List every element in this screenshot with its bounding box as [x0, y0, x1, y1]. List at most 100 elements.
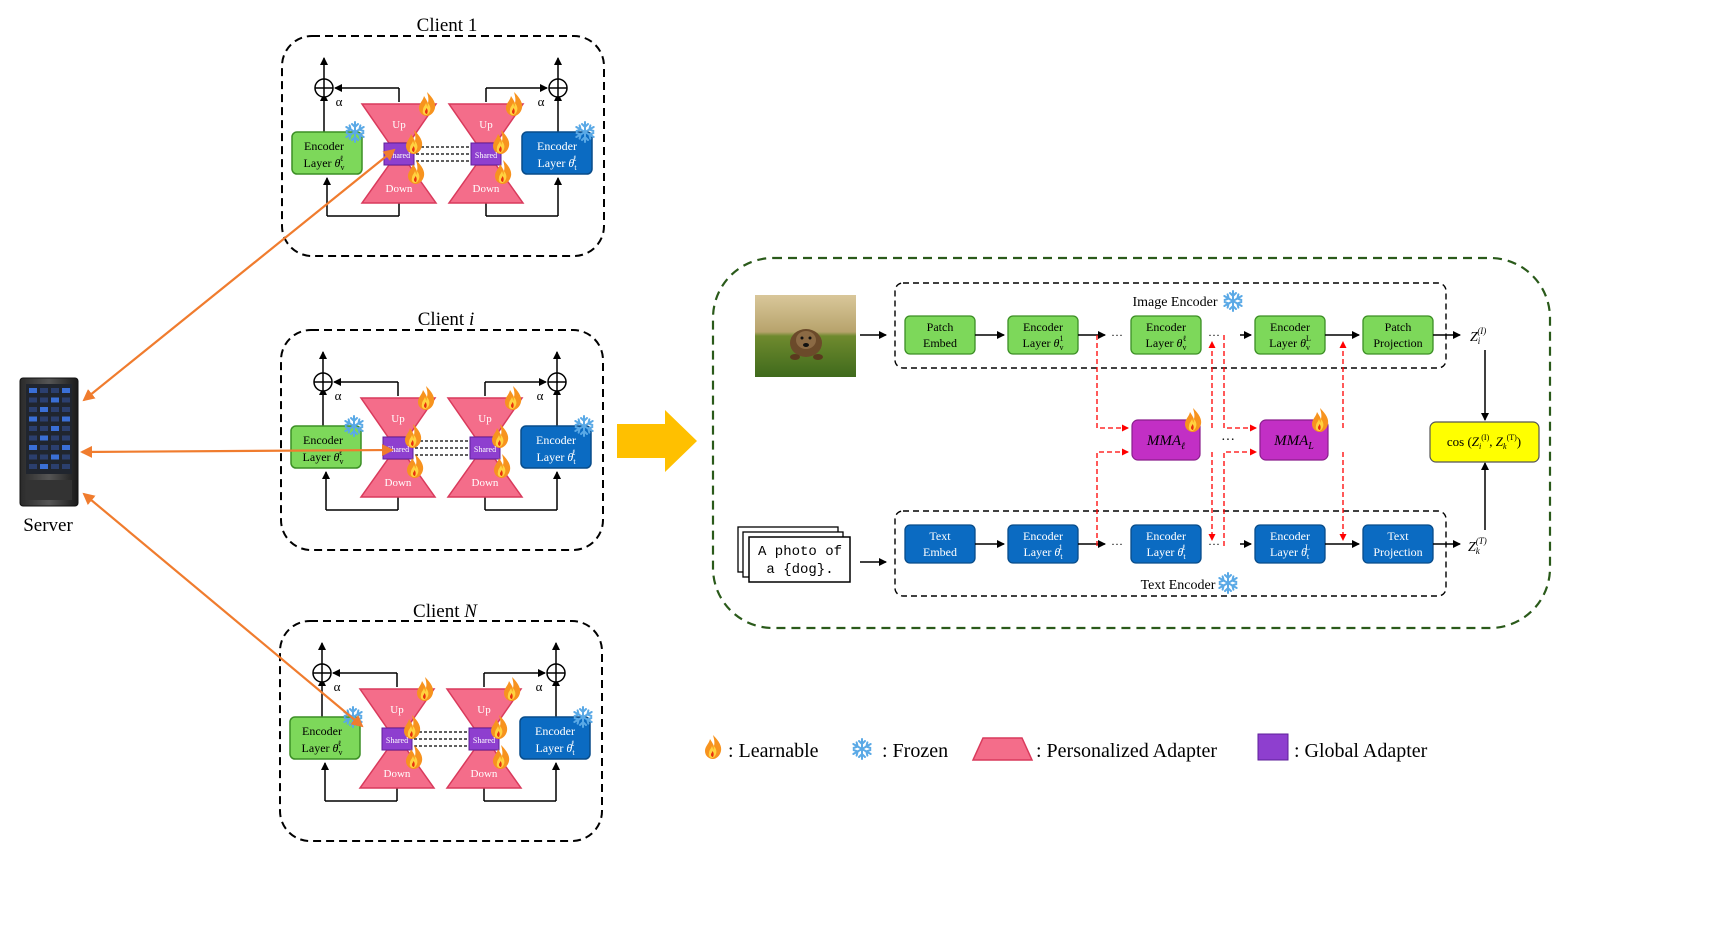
text-encoder-layer-label: Encoder — [536, 433, 576, 447]
image-encoder-container — [894, 282, 1447, 369]
image-encoder-layer-label: Encoder — [304, 139, 344, 153]
down-label: Down — [386, 183, 413, 195]
text_encoder-block-1-line1: Encoder — [1023, 529, 1063, 543]
legend-snowflake-icon — [852, 738, 872, 760]
down-label: Down — [471, 768, 498, 780]
text-encoder-container — [894, 510, 1447, 597]
alpha-label-left: α — [334, 679, 341, 694]
shared-label: Shared — [473, 736, 495, 745]
dog-image — [755, 295, 856, 377]
alpha-label-left: α — [336, 94, 343, 109]
shared-label: Shared — [388, 151, 410, 160]
alpha-label-left: α — [335, 388, 342, 403]
ellipsis: ··· — [1111, 328, 1123, 342]
text-output-label: Zk(T) — [1468, 536, 1487, 556]
image_encoder-block-3-line2: Layer θvL — [1269, 334, 1311, 352]
image_encoder-block-1-line1: Encoder — [1023, 320, 1063, 334]
legend-learnable: : Learnable — [728, 740, 819, 762]
text-encoder-layer-theta: Layer θtℓ — [535, 739, 575, 757]
text_encoder-block-1-line2: Layer θt1 — [1023, 543, 1063, 561]
image-encoder-layer-theta: Layer θvℓ — [302, 739, 343, 757]
image-encoder-layer-label: Encoder — [303, 433, 343, 447]
image_encoder-block-3-line1: Encoder — [1270, 320, 1310, 334]
ellipsis: ··· — [1111, 537, 1123, 551]
mma-connections — [1096, 335, 1347, 546]
shared-label: Shared — [386, 736, 408, 745]
up-label: Up — [391, 413, 405, 425]
up-label: Up — [478, 413, 492, 425]
legend-personalized-adapter: : Personalized Adapter — [1036, 740, 1217, 762]
down-label: Down — [385, 477, 412, 489]
up-label: Up — [479, 119, 493, 131]
legend-flame-icon — [705, 735, 722, 759]
image_encoder-block-4-line1: Patch — [1385, 320, 1412, 334]
detail-panel — [711, 256, 1552, 630]
text_encoder-block-0-line1: Text — [929, 529, 951, 543]
image-encoder-layer-theta: Layer θvℓ — [304, 154, 345, 172]
up-label: Up — [477, 704, 491, 716]
shared-label: Shared — [387, 445, 409, 454]
image_encoder-block-1-line2: Layer θv1 — [1023, 334, 1064, 352]
text_encoder-block-3-line2: Layer θtL — [1270, 543, 1310, 561]
mma-L-block — [1259, 419, 1329, 461]
ellipsis: ··· — [1208, 537, 1220, 551]
text-prompt-line2: a {dog}. — [766, 562, 833, 578]
ellipsis: ··· — [1208, 328, 1220, 342]
mma-l-block — [1131, 419, 1201, 461]
text_encoder-block-4-line1: Text — [1387, 529, 1409, 543]
client-1-title: Client 1 — [417, 15, 478, 36]
client-N-title: Client N — [413, 601, 478, 622]
text-encoder-title: Text Encoder — [1141, 578, 1216, 593]
mma-ellipsis: ··· — [1221, 433, 1235, 448]
text_encoder-block-4-line2: Projection — [1373, 545, 1422, 559]
image_encoder-block-2-line1: Encoder — [1146, 320, 1186, 334]
mma-L-flame-icon — [1312, 408, 1329, 432]
cosine-similarity-block — [1429, 421, 1540, 463]
text-encoder-layer-theta: Layer θtℓ — [537, 154, 577, 172]
up-label: Up — [392, 119, 406, 131]
legend-trapezoid-icon — [971, 737, 1034, 761]
text_encoder-block-2 — [1130, 524, 1202, 564]
server-client1-arrow — [82, 148, 396, 402]
expand-arrow — [617, 410, 697, 472]
legend-square-icon — [1257, 733, 1289, 761]
alpha-label-right: α — [537, 388, 544, 403]
image_encoder-block-4-line2: Projection — [1373, 336, 1422, 350]
text-encoder-layer-label: Encoder — [537, 139, 577, 153]
legend-frozen: : Frozen — [882, 740, 948, 762]
server-clientN-arrow — [82, 492, 364, 728]
up-label: Up — [390, 704, 404, 716]
mma-L-label: MMAL — [1273, 433, 1314, 452]
text-encoder-snowflake-icon — [1218, 572, 1238, 594]
text-encoder-layer-label: Encoder — [535, 724, 575, 738]
down-label: Down — [384, 768, 411, 780]
shared-label: Shared — [475, 151, 497, 160]
text-prompt-cards — [737, 526, 851, 583]
server-icon — [19, 377, 79, 507]
text-prompt-line1: A photo of — [758, 544, 842, 560]
cosine-similarity-label: cos (Zi(I), Zk(T)) — [1447, 433, 1521, 451]
server-clienti-arrow — [80, 444, 394, 458]
down-label: Down — [472, 477, 499, 489]
image_encoder-block-2 — [1130, 315, 1202, 355]
alpha-label-right: α — [536, 679, 543, 694]
client-i-title: Client i — [418, 309, 474, 330]
shared-label: Shared — [474, 445, 496, 454]
server-label: Server — [23, 515, 73, 536]
image_encoder-block-0-line1: Patch — [927, 320, 954, 334]
image_encoder-block-0-line2: Embed — [923, 336, 957, 350]
legend-global-adapter: : Global Adapter — [1294, 740, 1428, 762]
down-label: Down — [473, 183, 500, 195]
image-encoder-snowflake-icon — [1223, 290, 1243, 312]
text_encoder-block-2-line2: Layer θtℓ — [1146, 543, 1186, 561]
image-output-label: Zi(I) — [1470, 326, 1486, 346]
text_encoder-block-2-line1: Encoder — [1146, 529, 1186, 543]
image_encoder-block-2-line2: Layer θvℓ — [1146, 334, 1187, 352]
mma-l-label: MMAℓ — [1146, 433, 1185, 452]
alpha-label-right: α — [538, 94, 545, 109]
image-encoder-layer-label: Encoder — [302, 724, 342, 738]
mma-l-flame-icon — [1185, 408, 1202, 432]
image-encoder-title: Image Encoder — [1132, 295, 1217, 310]
